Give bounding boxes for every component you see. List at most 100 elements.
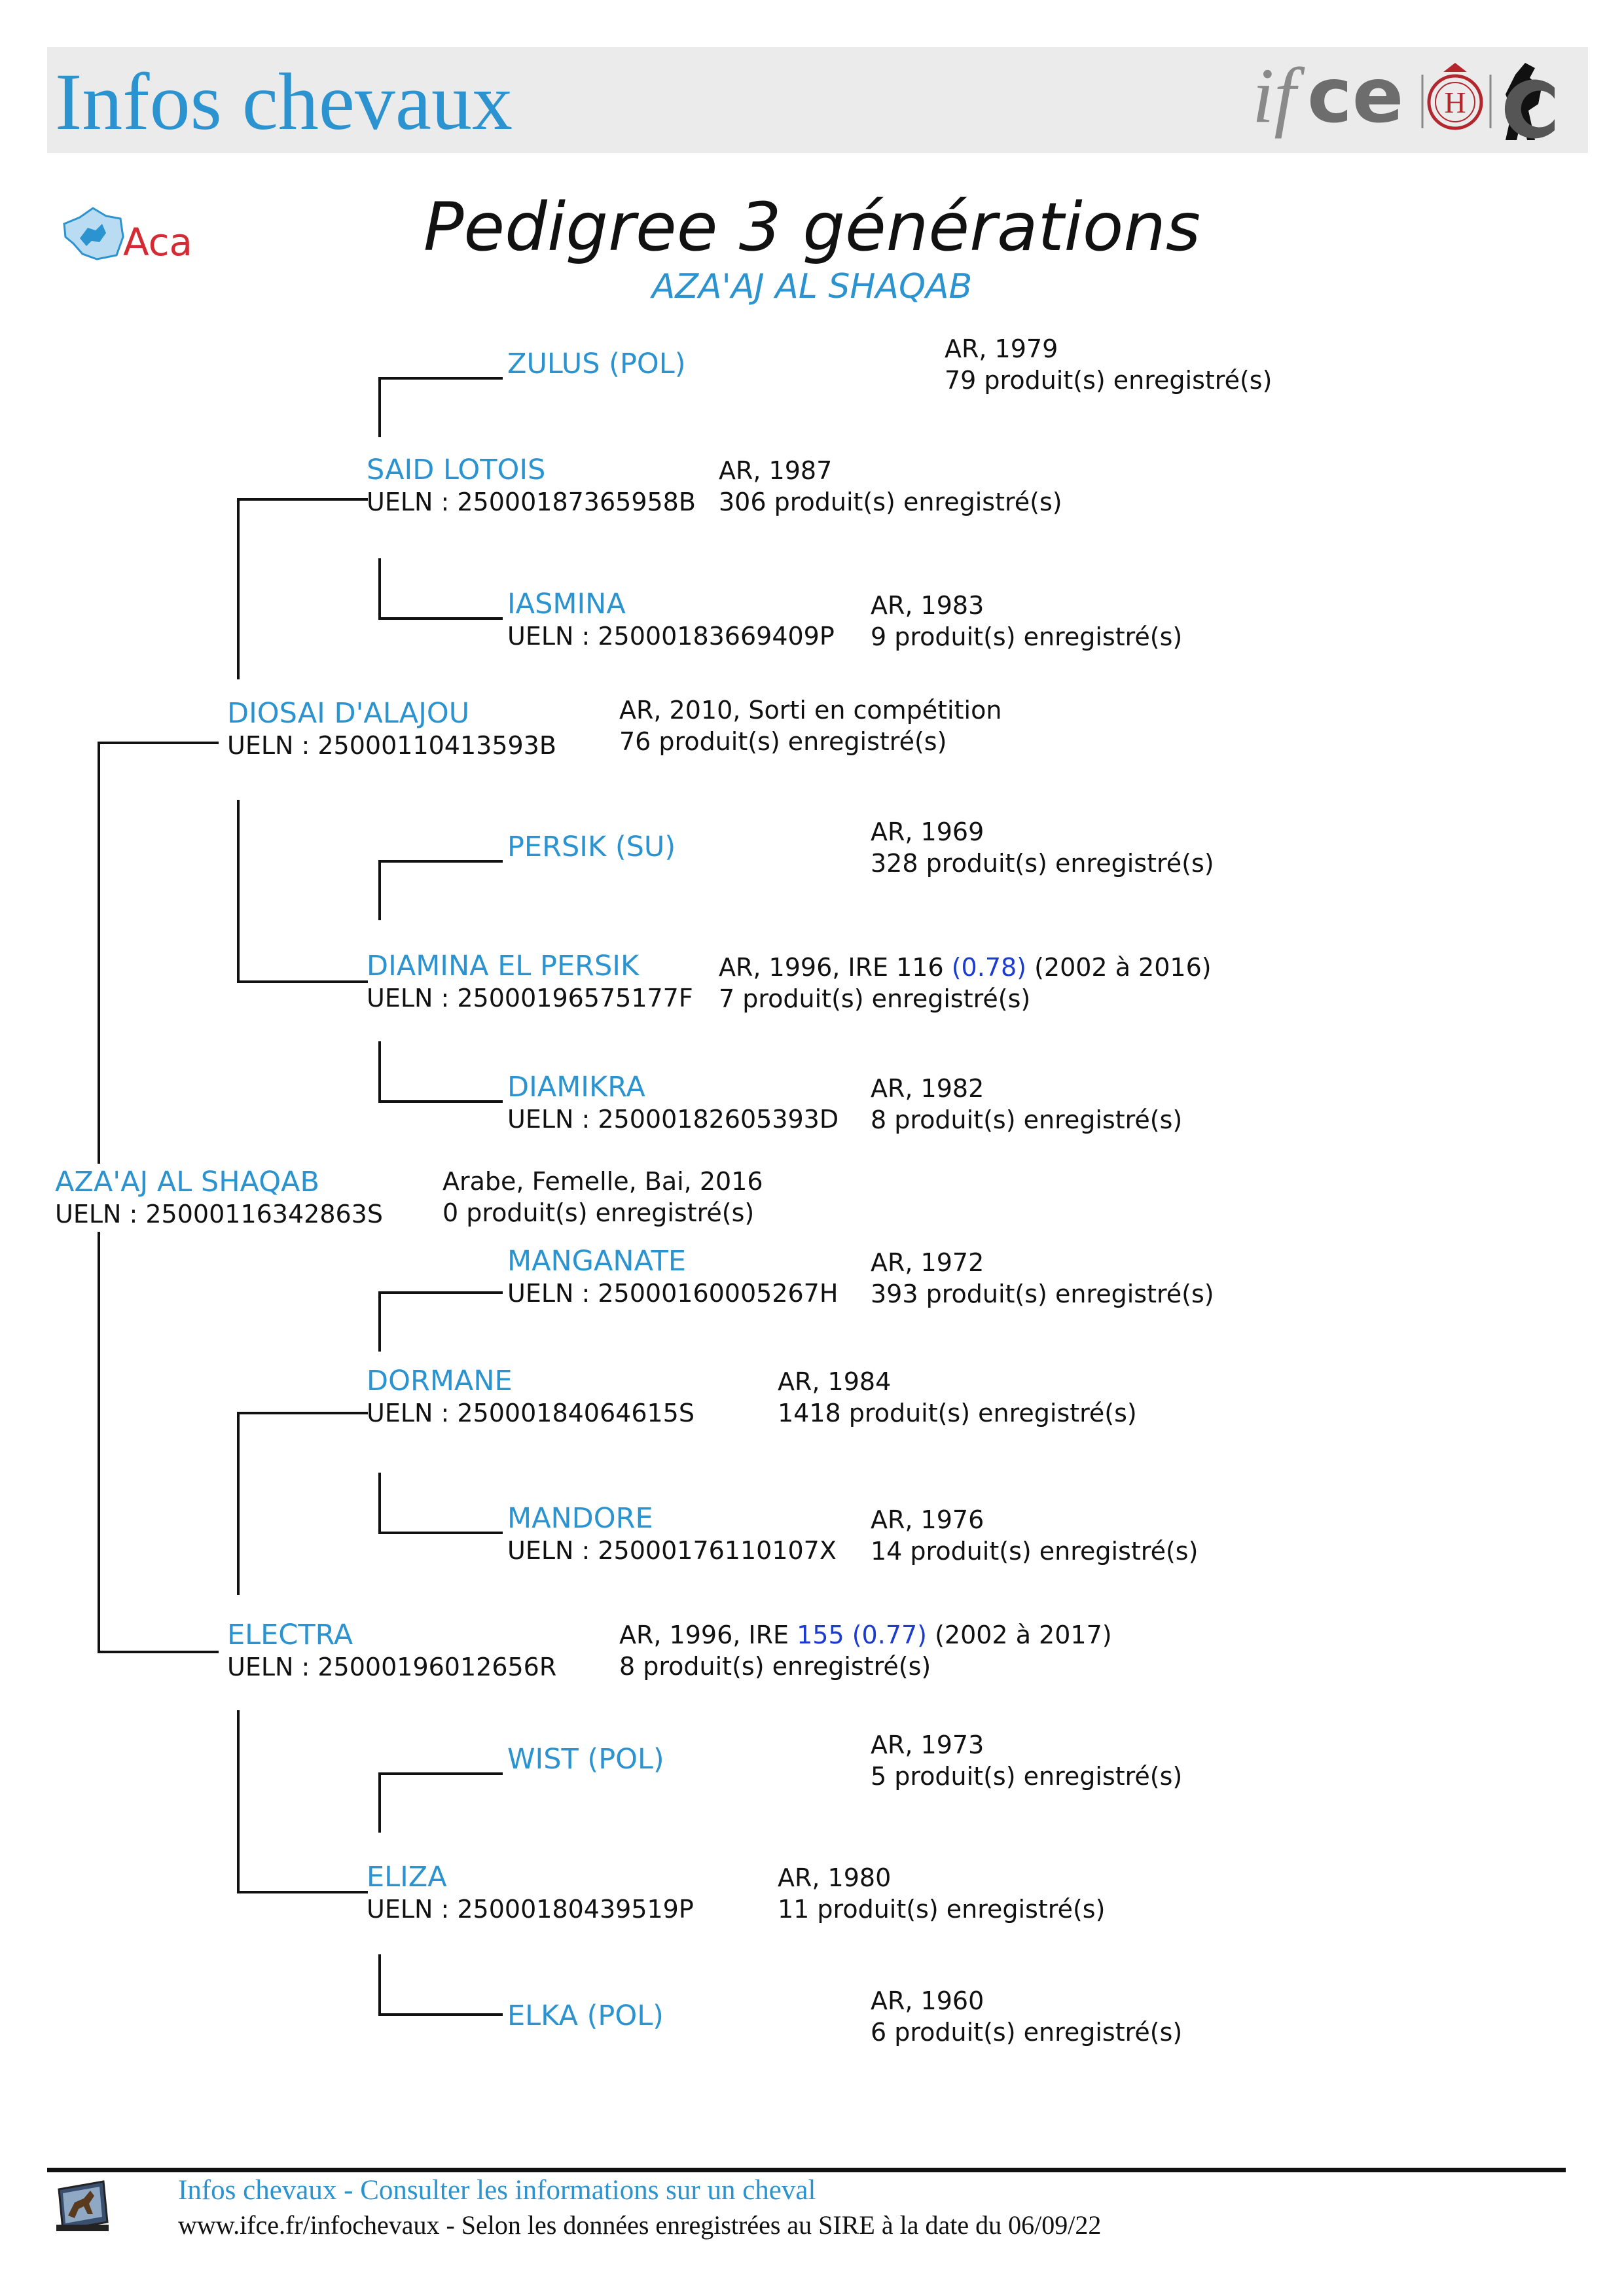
horse-info-line: 6 produit(s) enregistré(s) bbox=[871, 2017, 1183, 2047]
horse-info-persik: AR, 1969 328 produit(s) enregistré(s) bbox=[871, 817, 1214, 879]
horse-block-eliza: ELIZA UELN : 25000180439519P bbox=[367, 1861, 694, 1924]
horse-info-line: AR, 1972 bbox=[871, 1248, 984, 1277]
horse-info-line: 1418 produit(s) enregistré(s) bbox=[778, 1398, 1137, 1427]
horse-name-iasmina[interactable]: IASMINA bbox=[507, 588, 626, 620]
horse-name-zulus[interactable]: ZULUS (POL) bbox=[507, 348, 686, 380]
horse-info-zulus: AR, 1979 79 produit(s) enregistré(s) bbox=[945, 334, 1272, 396]
horse-block-electra: ELECTRA UELN : 25000196012656R bbox=[227, 1619, 556, 1682]
horse-info-line: AR, 1980 bbox=[778, 1863, 892, 1892]
horse-name-diosai[interactable]: DIOSAI D'ALAJOU bbox=[227, 697, 470, 730]
horse-info-line: AR, 1987 bbox=[719, 456, 833, 485]
horse-info-line: 5 produit(s) enregistré(s) bbox=[871, 1761, 1183, 1791]
horse-info-line: AR, 1960 bbox=[871, 1986, 984, 2015]
horse-name-electra[interactable]: ELECTRA bbox=[227, 1619, 353, 1651]
horse-ueln-said-lotois: UELN : 25000187365958B bbox=[367, 487, 696, 516]
horse-ueln-subject: UELN : 25000116342863S bbox=[55, 1199, 383, 1229]
horse-info-diamina-el-persik: AR, 1996, IRE 116 (0.78) (2002 à 2016) 7… bbox=[719, 952, 1212, 1014]
horse-info-line: 393 produit(s) enregistré(s) bbox=[871, 1279, 1214, 1308]
horse-block-diamina: DIAMINA EL PERSIK UELN : 25000196575177F bbox=[367, 950, 693, 1013]
horse-name-diamina-el-persik[interactable]: DIAMINA EL PERSIK bbox=[367, 950, 640, 982]
header-bar bbox=[47, 47, 1588, 153]
horse-info-line: AR, 1979 bbox=[945, 334, 1058, 363]
footer-source-note: www.ifce.fr/infochevaux - Selon les donn… bbox=[178, 2210, 1102, 2240]
header-title: Infos chevaux bbox=[55, 57, 513, 147]
horse-info-line: 0 produit(s) enregistré(s) bbox=[442, 1198, 755, 1227]
footer-link[interactable]: Infos chevaux - Consulter les informatio… bbox=[178, 2175, 816, 2206]
horse-info-line: Arabe, Femelle, Bai, 2016 bbox=[442, 1167, 763, 1196]
horse-info-said-lotois: AR, 1987 306 produit(s) enregistré(s) bbox=[719, 456, 1062, 518]
horse-name-elka[interactable]: ELKA (POL) bbox=[507, 2000, 664, 2032]
info-text: (2002 à 2017) bbox=[927, 1621, 1112, 1649]
horse-block-mandore: MANDORE UELN : 25000176110107X bbox=[507, 1502, 837, 1566]
horse-ueln-eliza: UELN : 25000180439519P bbox=[367, 1894, 694, 1924]
ire-index-link[interactable]: 155 (0.77) bbox=[797, 1621, 927, 1649]
horse-info-line: 306 produit(s) enregistré(s) bbox=[719, 487, 1062, 516]
horse-info-wist: AR, 1973 5 produit(s) enregistré(s) bbox=[871, 1730, 1182, 1792]
svg-text:Aca: Aca bbox=[123, 220, 192, 263]
horse-name-said-lotois[interactable]: SAID LOTOIS bbox=[367, 454, 546, 486]
footer-divider bbox=[47, 2168, 1566, 2172]
horse-info-diamikra: AR, 1982 8 produit(s) enregistré(s) bbox=[871, 1073, 1182, 1136]
horse-info-line: 328 produit(s) enregistré(s) bbox=[871, 848, 1214, 878]
horse-info-line: AR, 1996, IRE 155 (0.77) (2002 à 2017) bbox=[619, 1620, 1112, 1651]
horse-info-elka: AR, 1960 6 produit(s) enregistré(s) bbox=[871, 1986, 1182, 2048]
horse-info-line: 14 produit(s) enregistré(s) bbox=[871, 1536, 1199, 1566]
horse-info-manganate: AR, 1972 393 produit(s) enregistré(s) bbox=[871, 1247, 1214, 1310]
info-text: AR, 1996, IRE bbox=[619, 1621, 797, 1649]
infochevaux-app-icon bbox=[52, 2176, 113, 2236]
horse-ueln-manganate: UELN : 25000160005267H bbox=[507, 1278, 839, 1308]
horse-ueln-dormane: UELN : 25000184064615S bbox=[367, 1398, 695, 1427]
horse-info-line: 76 produit(s) enregistré(s) bbox=[619, 726, 947, 756]
horse-info-line: 9 produit(s) enregistré(s) bbox=[871, 622, 1183, 651]
logo-text-i-f: if bbox=[1252, 52, 1305, 139]
info-text: (2002 à 2016) bbox=[1026, 953, 1212, 982]
horse-ueln-diamina-el-persik: UELN : 25000196575177F bbox=[367, 983, 693, 1013]
horse-block-iasmina: IASMINA UELN : 25000183669409P bbox=[507, 588, 835, 651]
horse-block-diosai: DIOSAI D'ALAJOU UELN : 25000110413593B bbox=[227, 697, 556, 761]
horse-ueln-diamikra: UELN : 25000182605393D bbox=[507, 1104, 839, 1134]
logo-text-ce: ce bbox=[1307, 52, 1403, 140]
horse-name-persik[interactable]: PERSIK (SU) bbox=[507, 831, 676, 863]
aca-logo: Aca bbox=[60, 204, 198, 264]
horse-info-mandore: AR, 1976 14 produit(s) enregistré(s) bbox=[871, 1505, 1198, 1567]
horse-info-line: AR, 1976 bbox=[871, 1505, 984, 1534]
horse-name-subtitle: AZA'AJ AL SHAQAB bbox=[651, 267, 973, 306]
horse-info-subject: Arabe, Femelle, Bai, 2016 0 produit(s) e… bbox=[442, 1166, 763, 1229]
ire-index-link[interactable]: (0.78) bbox=[951, 953, 1026, 982]
horse-info-iasmina: AR, 1983 9 produit(s) enregistré(s) bbox=[871, 590, 1182, 653]
horse-block-dormane: DORMANE UELN : 25000184064615S bbox=[367, 1365, 695, 1428]
horse-name-subject: AZA'AJ AL SHAQAB bbox=[55, 1166, 319, 1198]
horse-block-manganate: MANGANATE UELN : 25000160005267H bbox=[507, 1245, 838, 1308]
horse-info-line: AR, 1982 bbox=[871, 1074, 984, 1103]
horse-name-dormane[interactable]: DORMANE bbox=[367, 1365, 513, 1397]
rearing-horse-icon bbox=[1504, 63, 1555, 140]
info-text: AR, 1996, IRE 116 bbox=[719, 953, 952, 982]
horse-name-mandore[interactable]: MANDORE bbox=[507, 1502, 653, 1535]
horse-block-subject: AZA'AJ AL SHAQAB UELN : 25000116342863S bbox=[55, 1166, 383, 1229]
horse-name-eliza[interactable]: ELIZA bbox=[367, 1861, 447, 1893]
horse-name-wist[interactable]: WIST (POL) bbox=[507, 1743, 664, 1776]
horse-ueln-mandore: UELN : 25000176110107X bbox=[507, 1535, 837, 1565]
horse-info-line: 11 produit(s) enregistré(s) bbox=[778, 1894, 1106, 1924]
horse-info-dormane: AR, 1984 1418 produit(s) enregistré(s) bbox=[778, 1367, 1137, 1429]
horse-info-line: 7 produit(s) enregistré(s) bbox=[719, 984, 1031, 1013]
horse-info-line: AR, 2010, Sorti en compétition bbox=[619, 696, 1002, 725]
horse-info-line: AR, 1973 bbox=[871, 1731, 984, 1759]
horse-info-line: 8 produit(s) enregistré(s) bbox=[619, 1651, 931, 1681]
horse-info-line: AR, 1969 bbox=[871, 817, 984, 846]
horse-ueln-diosai: UELN : 25000110413593B bbox=[227, 730, 556, 760]
horse-info-eliza: AR, 1980 11 produit(s) enregistré(s) bbox=[778, 1863, 1105, 1925]
page-title: Pedigree 3 générations bbox=[423, 188, 1201, 266]
horse-block-diamikra: DIAMIKRA UELN : 25000182605393D bbox=[507, 1071, 839, 1134]
svg-text:H: H bbox=[1444, 86, 1466, 119]
horse-name-manganate[interactable]: MANGANATE bbox=[507, 1245, 687, 1278]
horse-info-line: AR, 1984 bbox=[778, 1367, 892, 1396]
horse-info-electra: AR, 1996, IRE 155 (0.77) (2002 à 2017) 8… bbox=[619, 1620, 1112, 1682]
horse-name-diamikra[interactable]: DIAMIKRA bbox=[507, 1071, 645, 1103]
horse-info-line: AR, 1983 bbox=[871, 591, 984, 620]
horse-block-said-lotois: SAID LOTOIS UELN : 25000187365958B bbox=[367, 454, 696, 517]
horse-info-diosai: AR, 2010, Sorti en compétition 76 produi… bbox=[619, 695, 1001, 757]
horse-info-line: 79 produit(s) enregistré(s) bbox=[945, 365, 1272, 395]
horse-ueln-iasmina: UELN : 25000183669409P bbox=[507, 621, 835, 651]
ifce-logo: if ce H bbox=[1247, 48, 1587, 152]
